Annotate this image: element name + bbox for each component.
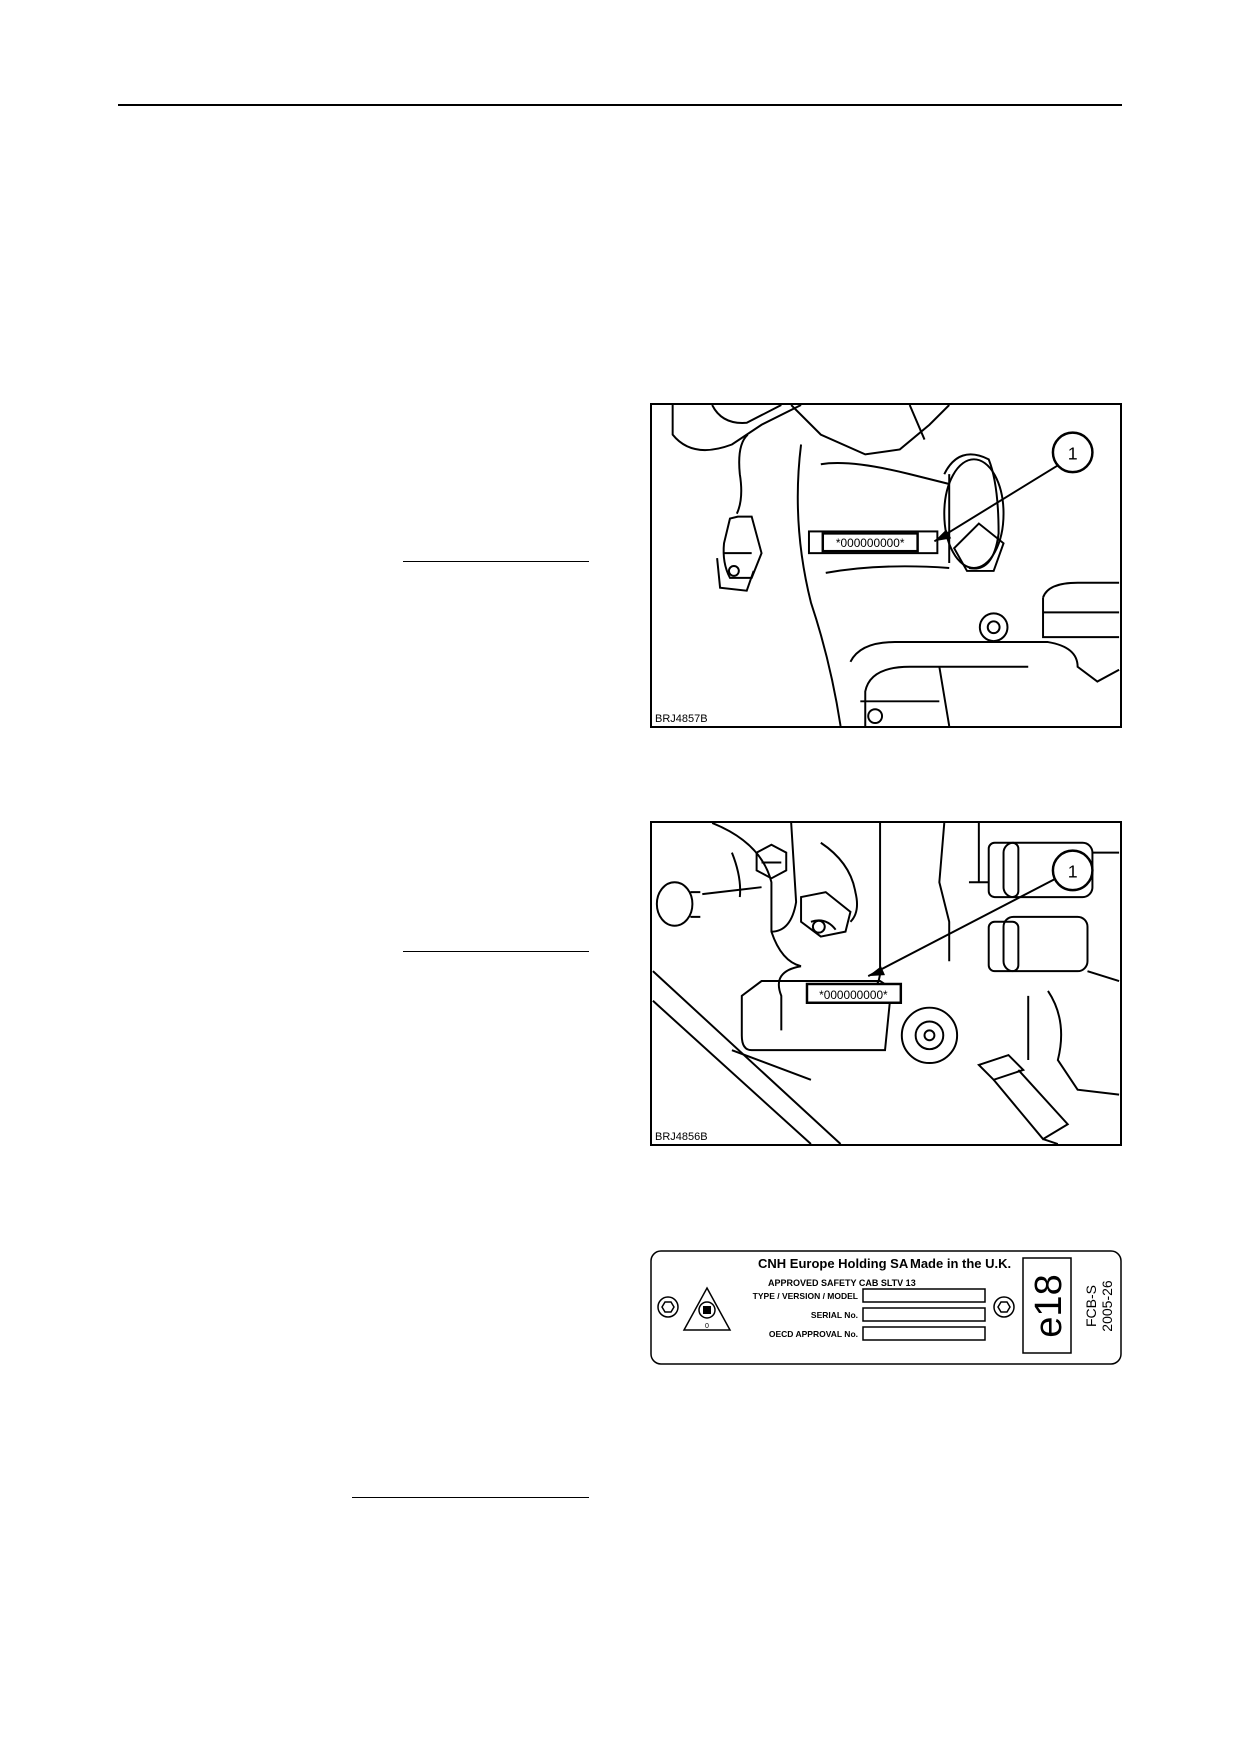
engine-illustration: 1 *000000000* xyxy=(671,405,1120,726)
plate-code-line1: FCB-S xyxy=(1083,1285,1099,1327)
rollover-warning-icon: 0 xyxy=(682,1286,732,1331)
figure-transmission-serial: 1 *000000000* BRJ4856B xyxy=(650,821,1122,1146)
plate-code-line2: 2005-26 xyxy=(1099,1280,1115,1332)
plate-field-oecd xyxy=(862,1326,986,1341)
entry-line-3 xyxy=(352,1497,589,1498)
plate-origin: Made in the U.K. xyxy=(910,1256,1011,1271)
plate-row-label-type: TYPE / VERSION / MODEL xyxy=(753,1291,858,1301)
plate-approval: APPROVED SAFETY CAB SLTV 13 xyxy=(768,1278,916,1288)
plate-field-serial xyxy=(862,1307,986,1322)
serial-number-label: *000000000* xyxy=(836,536,905,550)
callout-number: 1 xyxy=(1068,861,1078,881)
plate-drawing: 0 CNH Europe Holding SA Made in the U.K.… xyxy=(650,1250,1122,1365)
plate-company: CNH Europe Holding SA xyxy=(758,1256,909,1271)
entry-line-1 xyxy=(403,561,589,562)
plate-field-type xyxy=(862,1288,986,1303)
screw-hole-icon xyxy=(993,1296,1015,1318)
callout-number: 1 xyxy=(1068,443,1078,463)
entry-line-2 xyxy=(403,951,589,952)
cab-approval-plate: 0 CNH Europe Holding SA Made in the U.K.… xyxy=(650,1250,1122,1365)
figure-code: BRJ4856B xyxy=(655,1131,708,1143)
approval-mark: e18 xyxy=(1028,1274,1070,1337)
transmission-illustration: 1 *000000000* xyxy=(652,823,1120,1144)
figure-engine-serial: 1 *000000000* BRJ4857B xyxy=(650,403,1122,728)
figure-code: BRJ4857B xyxy=(655,713,708,725)
screw-hole-icon xyxy=(657,1296,679,1318)
plate-row-label-oecd: OECD APPROVAL No. xyxy=(769,1329,858,1339)
warning-symbol-digit: 0 xyxy=(705,1323,709,1330)
serial-number-label: *000000000* xyxy=(819,988,888,1002)
page-header-rule xyxy=(118,104,1122,106)
plate-row-label-serial: SERIAL No. xyxy=(811,1310,858,1320)
